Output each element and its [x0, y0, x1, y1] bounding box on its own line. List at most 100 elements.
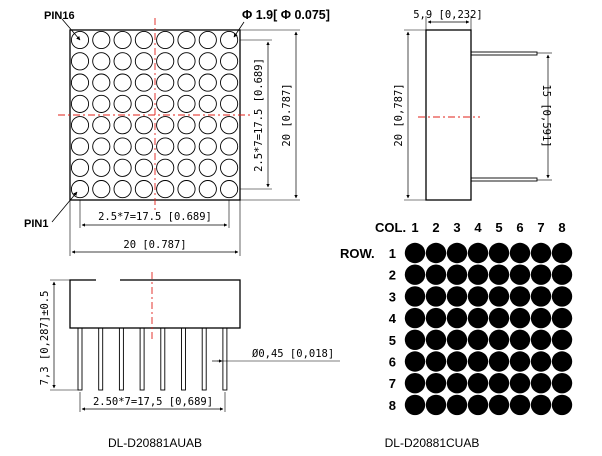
pin-map-dot — [425, 307, 447, 329]
pin-map-dot — [404, 351, 426, 372]
row-number: 5 — [389, 333, 396, 348]
pin-map-dot — [488, 394, 510, 416]
front-led-dot — [92, 52, 111, 71]
front-led-dot — [70, 180, 90, 199]
pin-map-dot — [530, 394, 552, 416]
pin1-label: PIN1 — [24, 218, 48, 230]
pin-map-dot — [446, 394, 468, 416]
front-led-dot — [198, 73, 217, 92]
pin-map-dot — [467, 394, 489, 416]
front-led-dot — [92, 73, 111, 92]
pin-map-dot — [404, 286, 426, 307]
pin-map-dot — [530, 373, 552, 394]
col-number: 7 — [537, 220, 544, 235]
pin-length-label: 15 [0,591] — [540, 84, 552, 147]
front-led-dot — [156, 137, 175, 156]
body-height-label: 7,3 [0,287]±0.5 — [39, 291, 51, 386]
front-led-dot — [177, 116, 196, 135]
row-number: 8 — [389, 398, 396, 413]
pin-map-dot — [488, 351, 510, 372]
pin-map-dot — [509, 373, 531, 394]
pin-map-dot — [446, 351, 468, 372]
pin-diameter-label: Ø0,45 [0,018] — [252, 348, 334, 360]
bottom-body-outline — [69, 279, 241, 329]
bottom-pin — [181, 327, 186, 391]
side-pin-top — [470, 51, 538, 56]
front-led-dot — [134, 94, 153, 113]
pin-pitch-label: 2.50*7=17,5 [0,689] — [93, 396, 213, 408]
front-led-dot — [156, 94, 175, 113]
front-led-dot — [70, 52, 90, 71]
front-led-dot — [177, 30, 196, 50]
pin-map-dot — [467, 242, 489, 264]
pin-map-dot — [509, 264, 531, 285]
pin-map-dot — [446, 329, 468, 350]
pin16-label: PIN16 — [44, 10, 75, 22]
pin-map-dot — [467, 264, 489, 285]
row-number: 4 — [389, 311, 397, 326]
front-led-dot — [177, 73, 196, 92]
col-number: 6 — [516, 220, 523, 235]
pin16-leader — [61, 18, 81, 41]
pin-map-dot — [425, 351, 447, 372]
led-diameter-label: Φ 1.9[ Φ 0.075] — [242, 8, 330, 22]
front-led-dot — [156, 52, 175, 71]
bottom-pin — [139, 327, 145, 391]
pin-map-dot — [446, 242, 468, 264]
pin-map-dot — [404, 394, 426, 416]
pin-map-dot — [404, 373, 426, 394]
front-led-dot — [198, 94, 217, 113]
front-led-dot — [198, 137, 217, 156]
pin-map-dot — [446, 286, 468, 307]
row-number: 2 — [389, 268, 396, 283]
front-led-dot — [134, 180, 153, 199]
pin-map-dot — [425, 329, 447, 350]
pin-map-dot — [446, 264, 468, 285]
pin-map-dot — [488, 373, 510, 394]
front-led-dot — [113, 158, 132, 177]
front-led-dot — [198, 30, 217, 50]
col-number: 5 — [495, 220, 502, 235]
pin-map-dot — [551, 286, 573, 307]
pin-map-dot — [551, 264, 573, 285]
bottom-pin — [98, 327, 104, 391]
front-led-dot — [198, 158, 217, 177]
front-led-dot — [113, 137, 132, 156]
pin-map-dot — [509, 286, 531, 307]
right-part-number: DL-D20881CUAB — [385, 436, 480, 450]
bottom-pin — [201, 327, 207, 391]
front-led-dot — [156, 116, 175, 135]
row-number: 3 — [389, 289, 396, 304]
front-led-dot — [113, 73, 132, 92]
pin1-leader — [51, 191, 78, 223]
pin-map-dot — [509, 394, 531, 416]
front-led-dot — [113, 30, 132, 50]
front-led-dot — [113, 180, 132, 199]
front-led-dot — [113, 94, 132, 113]
front-led-dot — [220, 94, 239, 113]
height-label: 20 [0.787] — [281, 83, 293, 146]
pin-map-dot — [530, 264, 552, 285]
front-led-dot — [70, 116, 90, 135]
front-led-dot — [220, 116, 239, 135]
bottom-pin — [222, 327, 228, 391]
pin-map-dot — [551, 351, 573, 372]
side-view: 5,9 [0,232] 20 [0,787] 15 [0,591] — [393, 9, 552, 201]
width-label: 20 [0.787] — [123, 239, 186, 251]
col-label: COL. — [375, 220, 406, 235]
front-led-dot — [156, 73, 175, 92]
pin-map-dot — [530, 242, 552, 264]
pin-map-dot — [467, 286, 489, 307]
front-led-dot — [177, 94, 196, 113]
front-led-dot — [177, 137, 196, 156]
front-led-dot — [134, 158, 153, 177]
pin-map-dot — [425, 286, 447, 307]
front-led-dot — [198, 52, 217, 71]
front-led-dot — [92, 30, 111, 50]
front-led-dot — [220, 180, 239, 199]
front-led-dot — [92, 94, 111, 113]
